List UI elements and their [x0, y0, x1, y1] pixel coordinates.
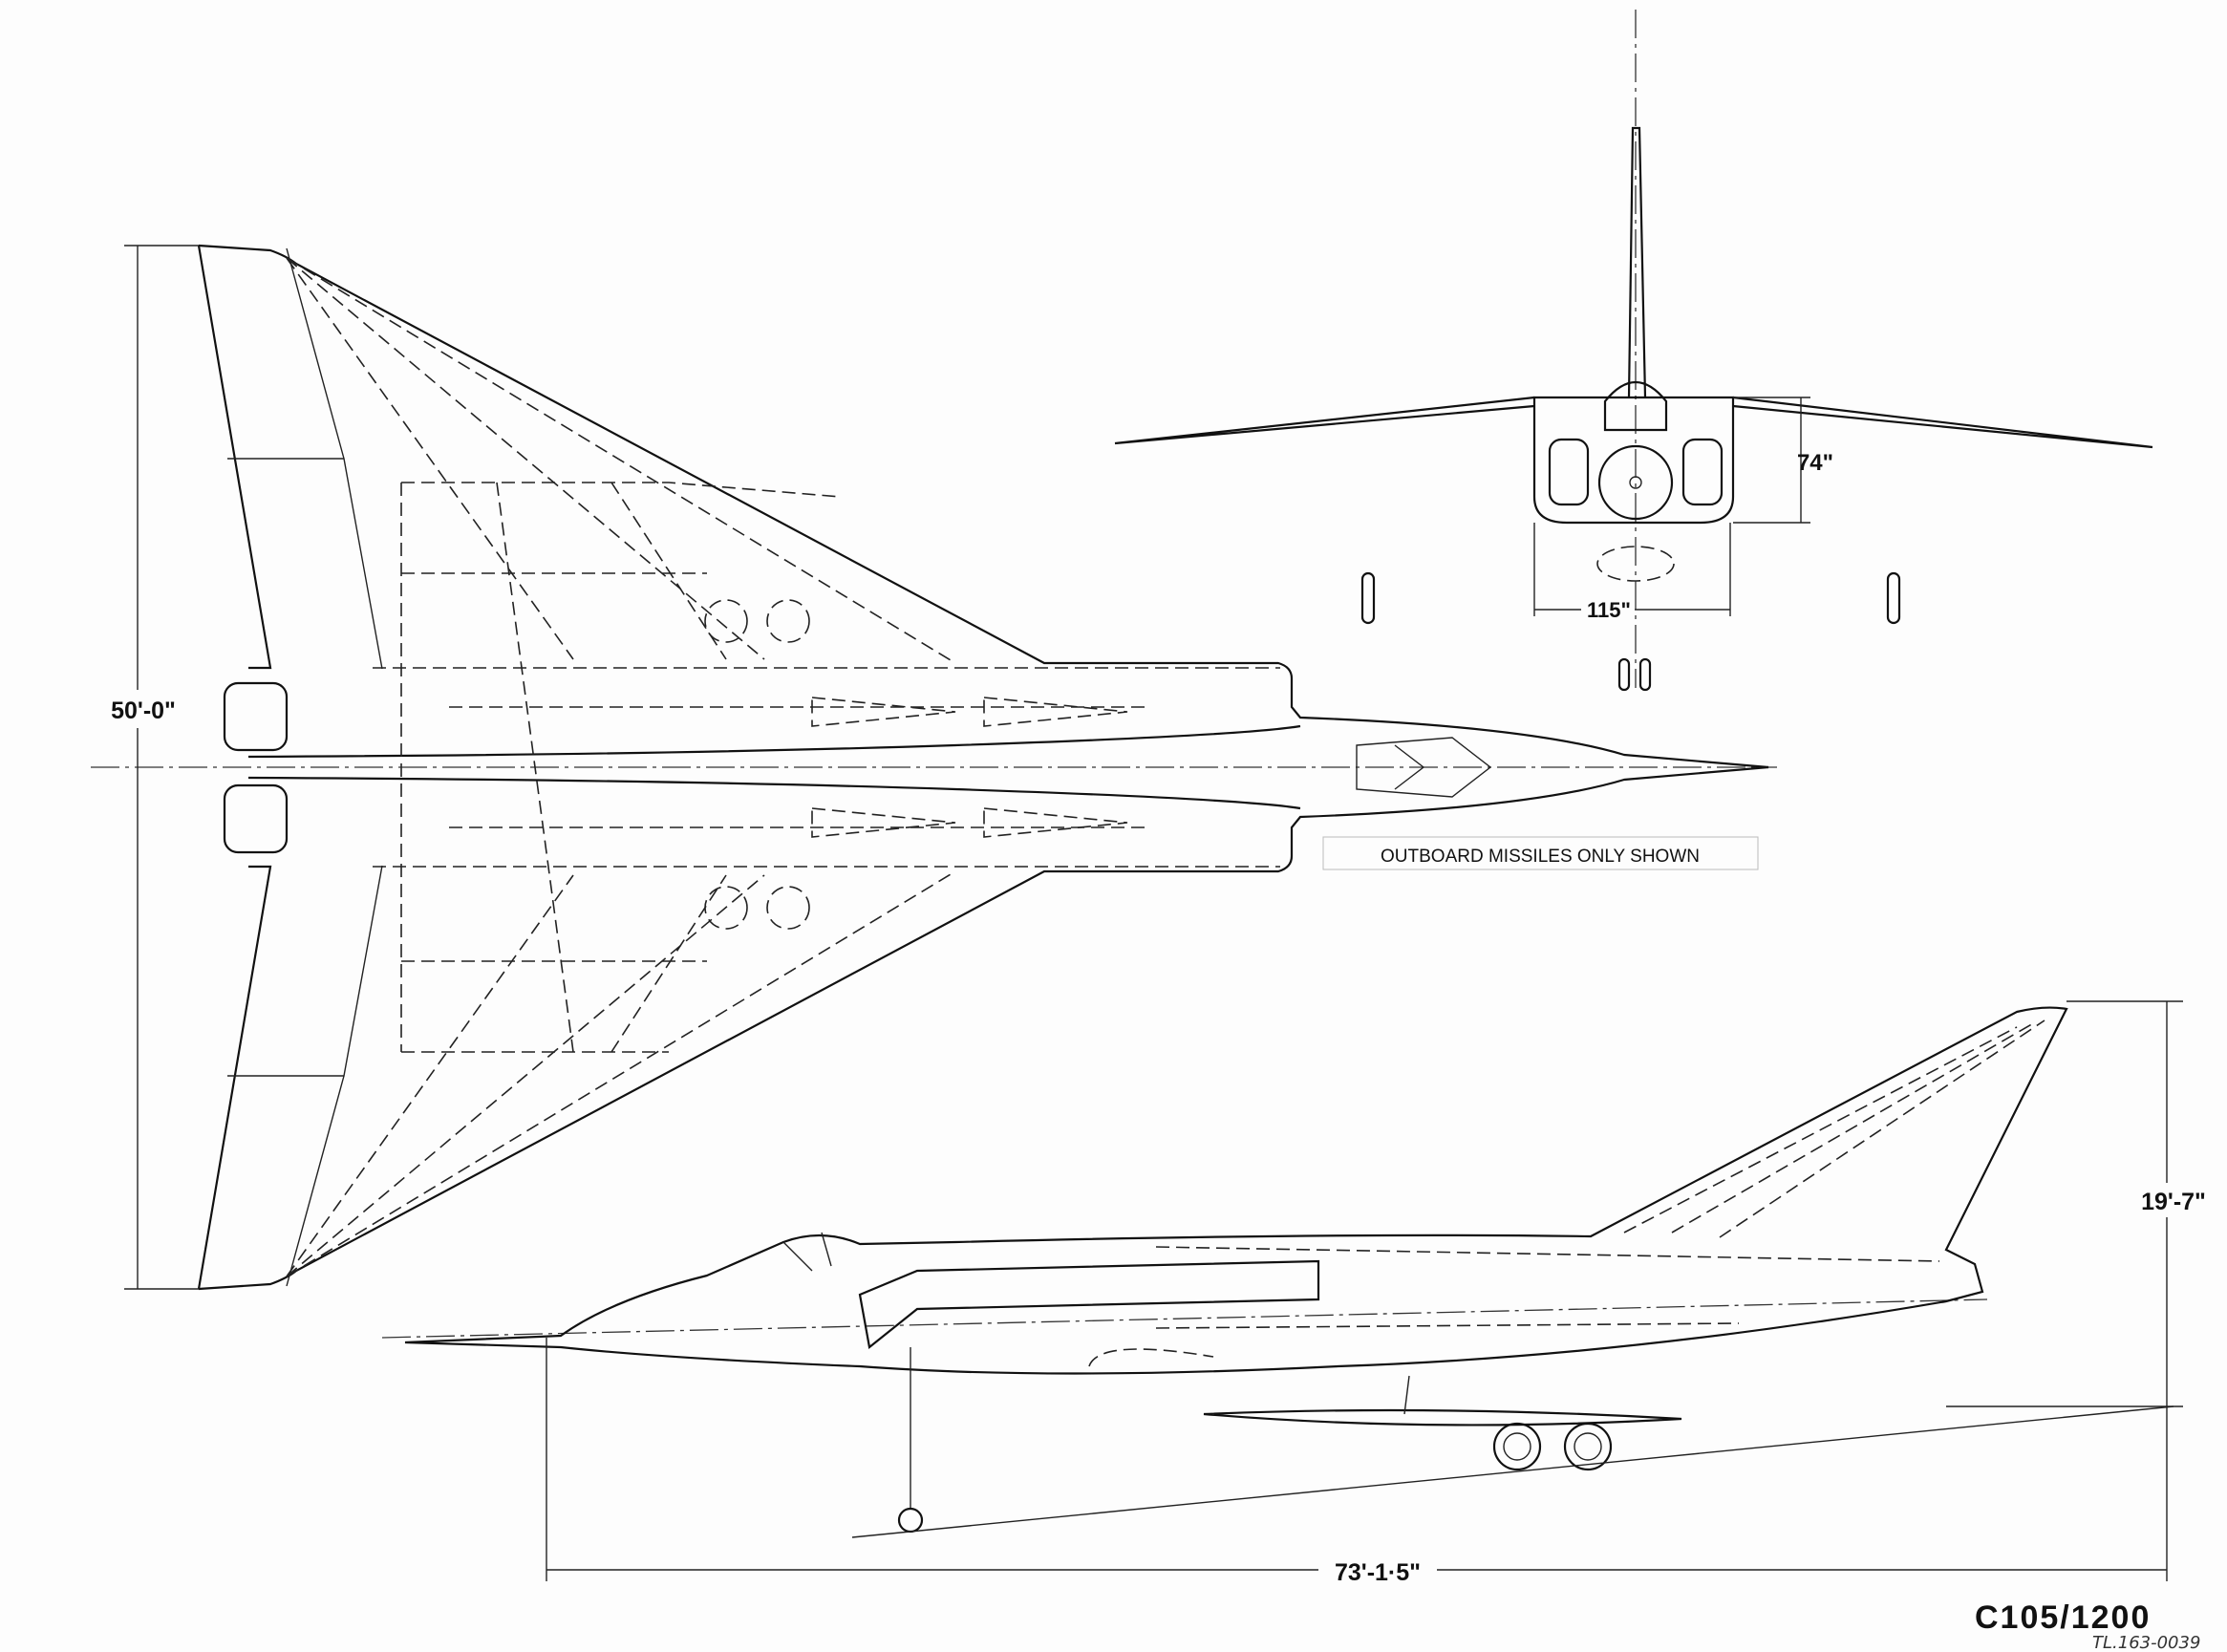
fuselage-side	[404, 1006, 2068, 1375]
upper-wing-outline	[198, 244, 1769, 769]
missile-side	[1203, 1408, 1682, 1427]
front-dimension-lines	[1533, 397, 1810, 616]
ground-line	[851, 1405, 2174, 1538]
wheel-front-right	[1886, 571, 1901, 625]
fuselage-front	[1532, 396, 1735, 525]
lower-wing-outline	[198, 765, 1769, 1291]
main-wheel	[704, 886, 748, 930]
cockpit-canopy	[1356, 737, 1492, 798]
lower-nozzle	[223, 783, 289, 854]
front-view: 74" 115"	[1114, 10, 2153, 692]
missile-front	[1596, 546, 1675, 582]
drawing-number: C105/1200	[1975, 1599, 2151, 1636]
main-wheel-hub	[1574, 1432, 1602, 1461]
canopy-front	[1603, 380, 1668, 432]
internal-structure-side	[1088, 1019, 2045, 1367]
wheel-front-left	[1360, 571, 1376, 625]
reference-number: TL.163-0039	[2092, 1633, 2200, 1652]
left-intake	[1548, 438, 1590, 506]
main-wheel	[766, 886, 810, 930]
right-intake	[1681, 438, 1724, 506]
nose-wheel-front	[1638, 657, 1652, 692]
fin-front	[1627, 126, 1647, 398]
nose-wheel-front	[1617, 657, 1631, 692]
upper-elevon	[227, 247, 383, 670]
fuselage-lines	[247, 724, 1301, 810]
intake-side	[858, 1259, 1320, 1350]
fuselage-bays	[373, 667, 1280, 868]
nose-cone-front	[1629, 476, 1642, 489]
upper-nozzle	[223, 681, 289, 752]
main-wheel	[704, 599, 748, 643]
note-outboard-missiles: OUTBOARD MISSILES ONLY SHOWN	[1381, 847, 1700, 867]
main-wheel	[766, 599, 810, 643]
plan-view: 50'-0" OUTBOARD MISSILES ONLY SHOWN	[91, 244, 1777, 1291]
lower-wing-trailing-edge	[197, 865, 272, 1290]
wings-front	[1114, 396, 2153, 449]
width-115-label: 115"	[1587, 598, 1631, 622]
wing-spars	[286, 257, 956, 1277]
length-label: 73'-1·5"	[1335, 1559, 1421, 1586]
main-wheel-side	[1492, 1422, 1542, 1471]
upper-wing-trailing-edge	[197, 245, 272, 670]
intake-front	[1597, 444, 1674, 521]
fuel-tank-panels	[400, 482, 842, 1053]
height-label: 19'-7"	[2141, 1189, 2206, 1215]
span-dimension-line	[124, 245, 199, 1290]
nose-wheel-side	[897, 1507, 924, 1534]
span-label: 50'-0"	[111, 697, 176, 724]
length-dimension-line	[546, 1338, 2168, 1581]
gear-leg	[1403, 1375, 1410, 1415]
side-centerline	[381, 1298, 1988, 1339]
main-wheel-side	[1563, 1422, 1613, 1471]
side-view: 19'-7" 73'-1·5"	[381, 1000, 2207, 1586]
lower-elevon	[227, 865, 383, 1287]
main-wheel-hub	[1503, 1432, 1531, 1461]
height-74-label: 74"	[1797, 450, 1833, 476]
canopy-side	[782, 1232, 832, 1272]
